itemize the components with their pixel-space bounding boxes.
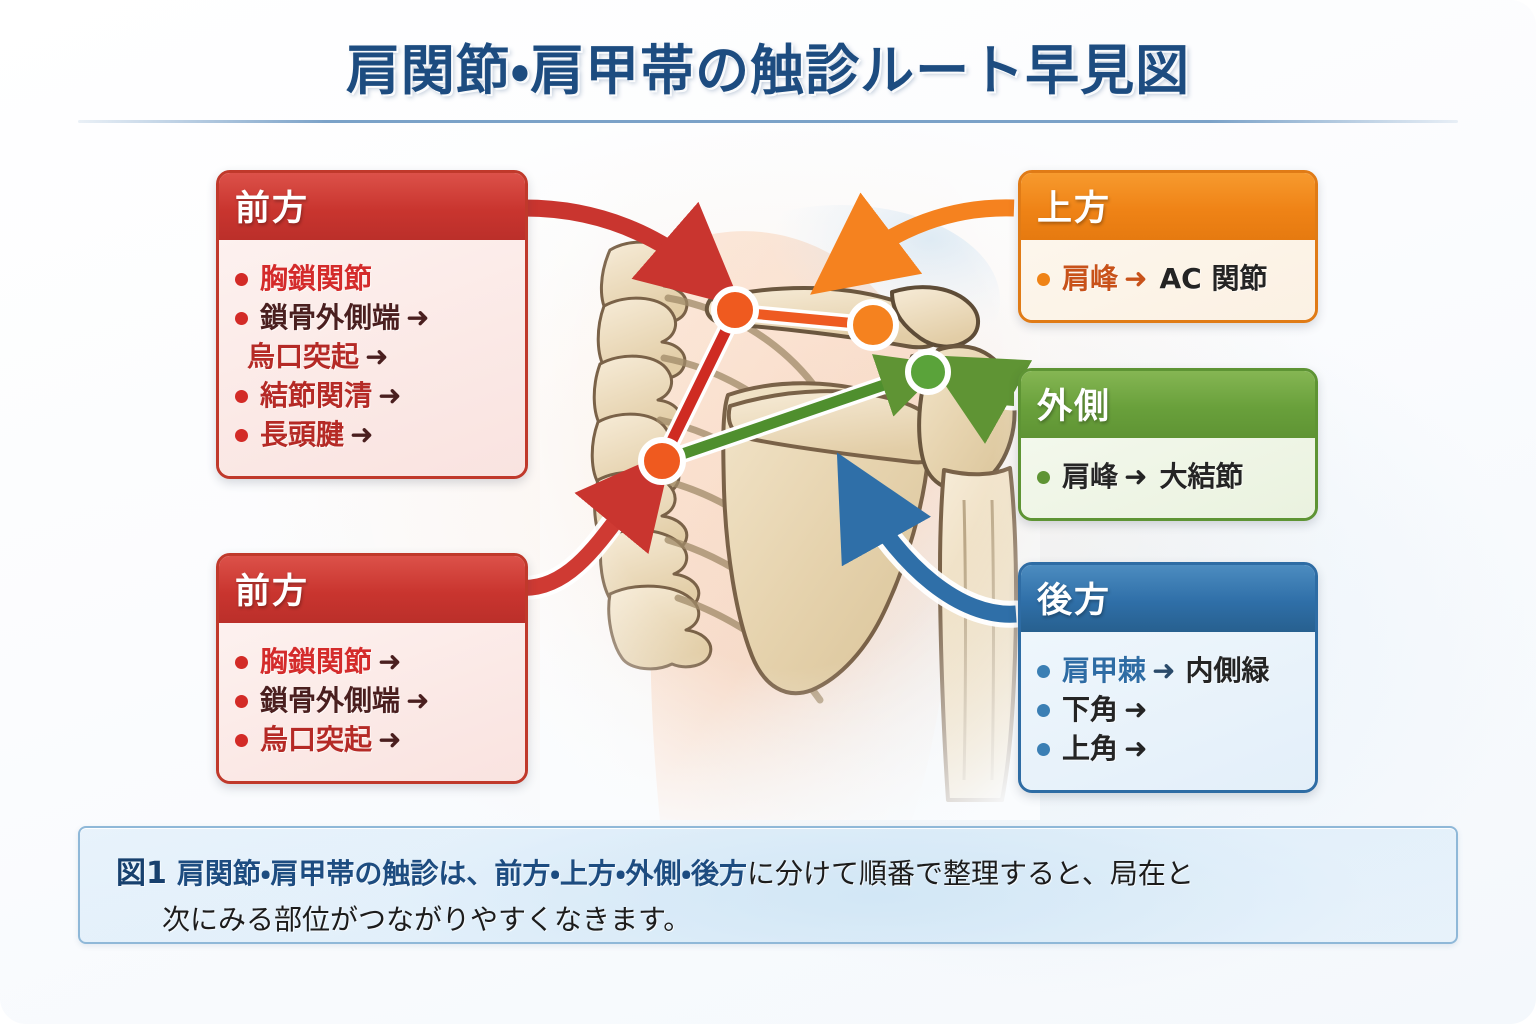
list-item[interactable]: 鎖骨外側端 ➜: [235, 687, 511, 715]
bullet-dot: [235, 389, 248, 403]
figure-label: 図1: [116, 856, 167, 891]
arrow-icon: ➜: [1124, 732, 1148, 765]
list-item[interactable]: 上角 ➜: [1037, 735, 1301, 763]
card-anterior-upper-header: 前方: [219, 173, 525, 240]
card-anterior-upper[interactable]: 前方 胸鎖関節 鎖骨外側端 ➜ 烏口突起 ➜ 結節関清 ➜: [216, 170, 528, 479]
caption-emphasis: 前方・上方・外側・後方: [494, 857, 747, 890]
list-item[interactable]: 鎖骨外側端 ➜: [235, 304, 511, 332]
bullet-dot: [1037, 703, 1050, 717]
card-lateral-header: 外側: [1021, 371, 1315, 438]
arrow-icon: ➜: [1152, 654, 1176, 687]
title-divider: [78, 120, 1458, 123]
arrow-icon: ➜: [406, 301, 430, 334]
page-title-area: 肩関節・肩甲帯の触診ルート早見図: [0, 26, 1536, 105]
list-item[interactable]: 胸鎖関節: [235, 265, 511, 293]
list-item[interactable]: 肩峰 ➜ AC 関節: [1037, 265, 1301, 293]
bullet-dot: [1037, 664, 1050, 678]
bullet-dot: [235, 428, 248, 442]
list-item[interactable]: 肩峰 ➜ 大結節: [1037, 463, 1301, 491]
card-anterior-upper-items: 胸鎖関節 鎖骨外側端 ➜ 烏口突起 ➜ 結節関清 ➜ 長頭腱 ➜: [219, 240, 525, 476]
list-item[interactable]: 長頭腱 ➜: [235, 421, 511, 449]
arrow-icon: ➜: [1124, 693, 1148, 726]
list-item[interactable]: 結節関清 ➜: [235, 382, 511, 410]
list-item[interactable]: 烏口突起 ➜: [235, 726, 511, 754]
card-anterior-lower-items: 胸鎖関節 ➜ 鎖骨外側端 ➜ 烏口突起 ➜: [219, 623, 525, 781]
list-item[interactable]: 肩甲棘 ➜ 内側緑: [1037, 657, 1301, 685]
card-superior-items: 肩峰 ➜ AC 関節: [1021, 240, 1315, 320]
shoulder-anatomy-illustration: [540, 180, 1040, 820]
bullet-dot: [235, 733, 248, 747]
card-superior[interactable]: 上方 肩峰 ➜ AC 関節: [1018, 170, 1318, 323]
caption-text-1: 肩関節・肩甲帯の触診は、: [176, 857, 495, 890]
arrow-icon: ➜: [1124, 460, 1148, 493]
bullet-dot: [235, 655, 248, 669]
arrow-icon: ➜: [378, 645, 402, 678]
list-item[interactable]: 烏口突起 ➜: [247, 340, 389, 373]
card-posterior-items: 肩甲棘 ➜ 内側緑 下角 ➜ 上角 ➜: [1021, 632, 1315, 790]
figure-caption: 図1 肩関節・肩甲帯の触診は、前方・上方・外側・後方に分けて順番で整理すると、局在…: [78, 826, 1458, 944]
page-title: 肩関節・肩甲帯の触診ルート早見図: [345, 39, 1191, 102]
caption-text-3: 次にみる部位がつながりやすくなきます。: [162, 903, 692, 936]
list-item[interactable]: 胸鎖関節 ➜: [235, 648, 511, 676]
bullet-dot: [235, 272, 248, 286]
card-anterior-lower-header: 前方: [219, 556, 525, 623]
arrow-icon: ➜: [365, 340, 389, 373]
card-lateral[interactable]: 外側 肩峰 ➜ 大結節: [1018, 368, 1318, 521]
card-anterior-lower[interactable]: 前方 胸鎖関節 ➜ 鎖骨外側端 ➜ 烏口突起 ➜: [216, 553, 528, 784]
arrow-icon: ➜: [378, 379, 402, 412]
bullet-dot: [1037, 272, 1050, 286]
arrow-icon: ➜: [378, 723, 402, 756]
arrow-icon: ➜: [406, 684, 430, 717]
arrow-icon: ➜: [350, 418, 374, 451]
bullet-dot: [235, 311, 248, 325]
card-posterior-header: 後方: [1021, 565, 1315, 632]
card-superior-header: 上方: [1021, 173, 1315, 240]
bullet-dot: [235, 694, 248, 708]
bullet-dot: [1037, 742, 1050, 756]
list-item[interactable]: 下角 ➜: [1037, 696, 1301, 724]
card-posterior[interactable]: 後方 肩甲棘 ➜ 内側緑 下角 ➜ 上角 ➜: [1018, 562, 1318, 793]
caption-text-2: に分けて順番で整理すると、局在と: [746, 857, 1194, 890]
card-lateral-items: 肩峰 ➜ 大結節: [1021, 438, 1315, 518]
arrow-icon: ➜: [1124, 262, 1148, 295]
bullet-dot: [1037, 470, 1050, 484]
